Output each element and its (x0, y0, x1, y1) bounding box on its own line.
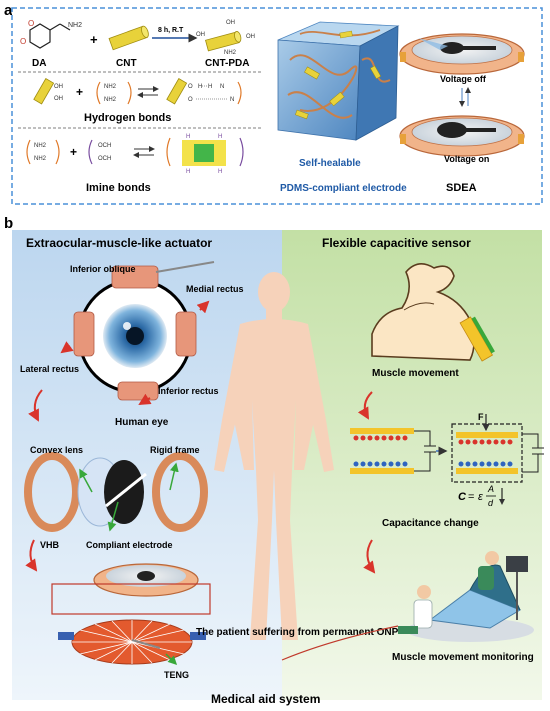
monitor-wire (281, 625, 399, 661)
svg-text:H: H (218, 169, 222, 175)
label-inferior-rectus: Inferior rectus (158, 386, 219, 396)
svg-text:+: + (70, 145, 77, 159)
svg-text:O: O (188, 84, 193, 90)
svg-text:H: H (208, 84, 212, 90)
voltage-on-label: Voltage on (444, 154, 489, 164)
sensor-patch (459, 316, 495, 362)
capacitor-diagram (350, 414, 544, 483)
hydrogen-bond-row: OH OH + NH2 NH2 O H H N O N Hydrogen bon… (33, 78, 242, 124)
panel-a-letter: a (4, 2, 13, 19)
voltage-off-label: Voltage off (440, 74, 487, 84)
force-label: F (478, 412, 484, 422)
medical-aid-system-label: Medical aid system (211, 692, 320, 706)
dopamine-structure (29, 23, 71, 49)
monitoring-label: Muscle movement monitoring (392, 652, 534, 663)
imine-bond-row: NH2 NH2 + OCH OCH H H H H Imine bonds (26, 134, 244, 194)
label-teng: TENG (164, 670, 189, 680)
svg-text:O: O (188, 97, 193, 103)
svg-text:OH: OH (196, 32, 205, 38)
flow-arrow-2 (25, 539, 38, 572)
svg-text:C: C (458, 491, 467, 503)
flow-arrow-4 (363, 539, 376, 574)
svg-text:O: O (20, 37, 26, 46)
assembled-actuator (93, 563, 199, 597)
capacitance-change-label: Capacitance change (382, 518, 479, 529)
label-convex-lens: Convex lens (30, 445, 83, 455)
muscle-movement-label: Muscle movement (372, 368, 459, 379)
svg-text:N: N (220, 84, 224, 90)
svg-text:OCH: OCH (98, 143, 111, 149)
svg-text:=: = (468, 491, 474, 503)
svg-text:H: H (198, 84, 202, 90)
svg-text:ε: ε (478, 491, 483, 503)
label-lateral-rectus: Lateral rectus (20, 364, 79, 374)
pdms-electrode-label: PDMS-compliant electrode (280, 183, 407, 194)
svg-text:NH2: NH2 (104, 84, 117, 90)
svg-text:NH2: NH2 (68, 22, 82, 29)
svg-text:OH: OH (54, 84, 63, 90)
svg-text:+: + (76, 85, 83, 99)
monitoring-scene (398, 551, 534, 642)
svg-text:NH2: NH2 (34, 143, 47, 149)
human-body-silhouette (214, 272, 334, 640)
reaction-condition: 8 h, R.T (158, 27, 184, 34)
svg-text:H: H (186, 134, 190, 140)
svg-text:H: H (218, 134, 222, 140)
eye-illustration (60, 261, 215, 406)
imine-bonds-label: Imine bonds (86, 182, 151, 194)
svg-text:NH2: NH2 (104, 97, 117, 103)
sdea-voltage-off (399, 33, 525, 75)
svg-text:NH2: NH2 (34, 156, 47, 162)
right-title: Flexible capacitive sensor (322, 236, 471, 250)
capacitance-formula: C = ε A d (458, 484, 505, 508)
flow-arrow-1 (28, 389, 43, 422)
reaction-row: O O NH2 DA + CNT 8 h, R.T OH OH NH2 OH C… (20, 19, 255, 69)
svg-text:NH2: NH2 (224, 50, 237, 56)
sdea-voltage-on (399, 115, 525, 157)
pdms-cube (277, 21, 400, 141)
panel-b-letter: b (4, 215, 14, 232)
flexed-arm (371, 263, 495, 362)
svg-text:d: d (488, 498, 494, 508)
label-medial-rectus: Medial rectus (186, 284, 244, 294)
exploded-actuator (24, 452, 208, 532)
svg-text:OH: OH (226, 20, 235, 26)
cnt-pda-structure (205, 31, 242, 52)
human-eye-caption: Human eye (115, 417, 169, 428)
da-label: DA (32, 58, 46, 69)
teng-device (58, 619, 206, 666)
svg-text:OH: OH (246, 34, 255, 40)
self-healable-label: Self-healable (299, 158, 361, 169)
label-compliant-electrode: Compliant electrode (86, 540, 173, 550)
label-rigid-frame: Rigid frame (150, 445, 200, 455)
svg-text:OH: OH (54, 96, 63, 102)
flow-arrow-3 (357, 391, 373, 420)
svg-text:O: O (28, 19, 34, 28)
plus-sign: + (90, 32, 98, 47)
sdea-label: SDEA (446, 182, 477, 194)
wire-loop (51, 583, 211, 615)
cnt-pda-label: CNT-PDA (205, 58, 249, 69)
cnt-cylinder (108, 25, 149, 51)
svg-text:N: N (230, 97, 234, 103)
label-inferior-oblique: Inferior oblique (70, 264, 136, 274)
label-vhb: VHB (40, 540, 60, 550)
hydrogen-bonds-label: Hydrogen bonds (84, 112, 171, 124)
svg-text:OCH: OCH (98, 156, 111, 162)
svg-text:A: A (487, 484, 494, 494)
cnt-label: CNT (116, 58, 137, 69)
patient-caption-line: The patient suffering from permanent ONP (196, 627, 399, 638)
svg-text:H: H (186, 169, 190, 175)
left-title: Extraocular-muscle-like actuator (26, 236, 212, 250)
